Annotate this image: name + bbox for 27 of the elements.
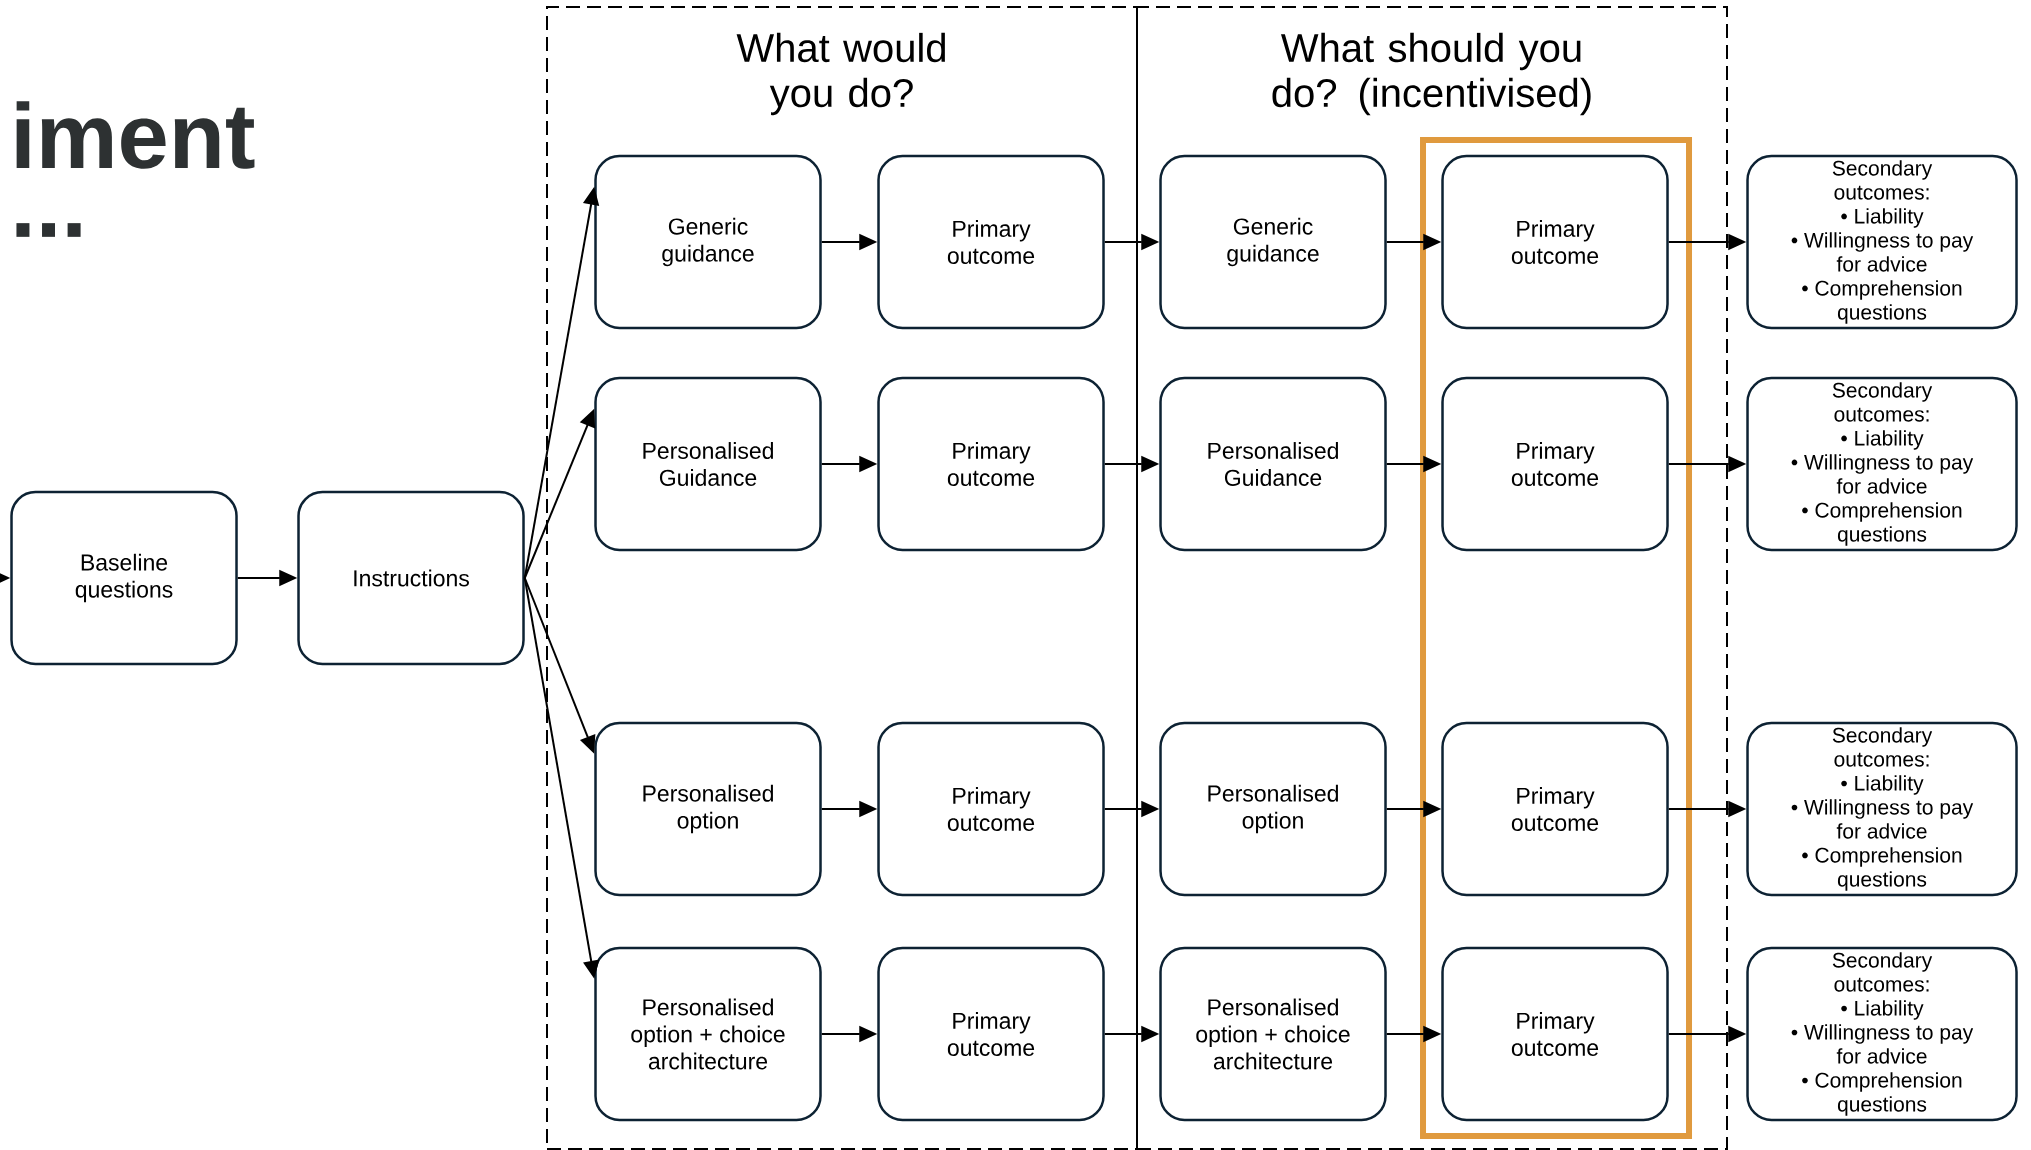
process-box: Personalised option [1159, 721, 1387, 897]
highlight-frame [1420, 137, 1692, 1139]
panel-heading: What should you do? (incentivised) [1272, 32, 1591, 116]
title-fragment: ... [16, 223, 81, 237]
title-fragment: iment [16, 101, 255, 169]
panel-heading: What would you do? [736, 32, 945, 116]
outcome-box: Secondary outcomes: • Liability • Willingness to pay for advice • Comprehension questions [1746, 946, 2018, 1122]
process-box: Primary outcome [877, 721, 1105, 897]
process-box: Primary outcome [1441, 721, 1669, 897]
process-box: Personalised option + choice architecture [594, 946, 822, 1122]
outcome-box: Secondary outcomes: • Liability • Willingness to pay for advice • Comprehension questions [1746, 376, 2018, 552]
process-box: Baseline questions [10, 490, 238, 666]
process-box: Personalised Guidance [594, 376, 822, 552]
process-box: Personalised Guidance [1159, 376, 1387, 552]
process-box: Instructions [297, 490, 525, 666]
process-box: Generic guidance [1159, 154, 1387, 330]
process-box: Primary outcome [877, 154, 1105, 330]
outcome-box: Secondary outcomes: • Liability • Willingness to pay for advice • Comprehension questions [1746, 721, 2018, 897]
process-box: Primary outcome [1441, 946, 1669, 1122]
process-box: Primary outcome [1441, 376, 1669, 552]
process-box: Primary outcome [1441, 154, 1669, 330]
process-box: Primary outcome [877, 946, 1105, 1122]
outcome-box: Secondary outcomes: • Liability • Willingness to pay for advice • Comprehension questions [1746, 154, 2018, 330]
process-box: Generic guidance [594, 154, 822, 330]
process-box: Primary outcome [877, 376, 1105, 552]
process-box: Personalised option + choice architecture [1159, 946, 1387, 1122]
process-box: Personalised option [594, 721, 822, 897]
